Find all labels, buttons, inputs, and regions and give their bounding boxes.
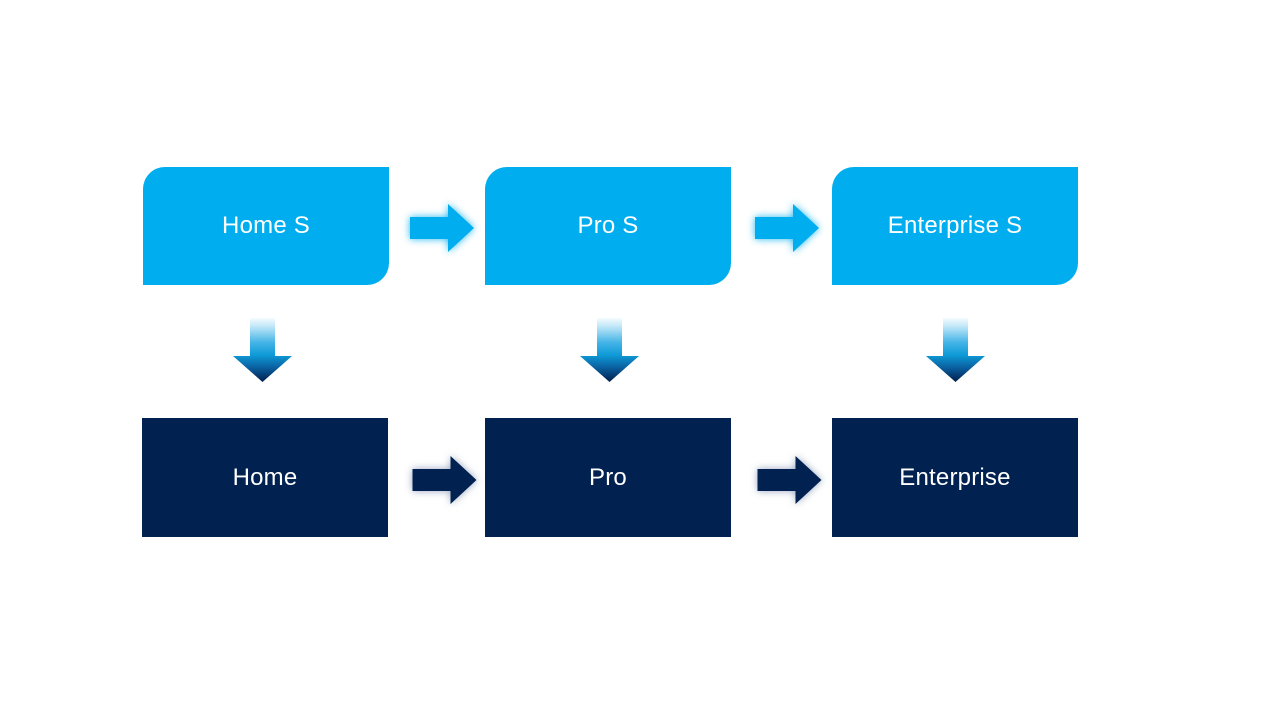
right-arrow-icon bbox=[757, 456, 822, 504]
box-pro: Pro bbox=[485, 418, 731, 537]
down-arrow-icon bbox=[233, 318, 292, 382]
box-enterprise: Enterprise bbox=[832, 418, 1078, 537]
down-arrow-icon bbox=[580, 318, 639, 382]
box-home: Home bbox=[142, 418, 388, 537]
box-home-s: Home S bbox=[143, 167, 389, 285]
down-arrow-icon bbox=[926, 318, 985, 382]
box-label: Pro S bbox=[577, 212, 639, 239]
right-arrow-icon bbox=[755, 204, 819, 252]
box-label: Enterprise bbox=[899, 463, 1011, 491]
box-label: Pro bbox=[589, 463, 627, 491]
right-arrow-icon bbox=[410, 204, 474, 252]
box-label: Enterprise S bbox=[887, 212, 1023, 239]
box-pro-s: Pro S bbox=[485, 167, 731, 285]
right-arrow-icon bbox=[412, 456, 477, 504]
box-enterprise-s: Enterprise S bbox=[832, 167, 1078, 285]
box-label: Home S bbox=[222, 212, 310, 239]
box-label: Home bbox=[232, 463, 298, 491]
